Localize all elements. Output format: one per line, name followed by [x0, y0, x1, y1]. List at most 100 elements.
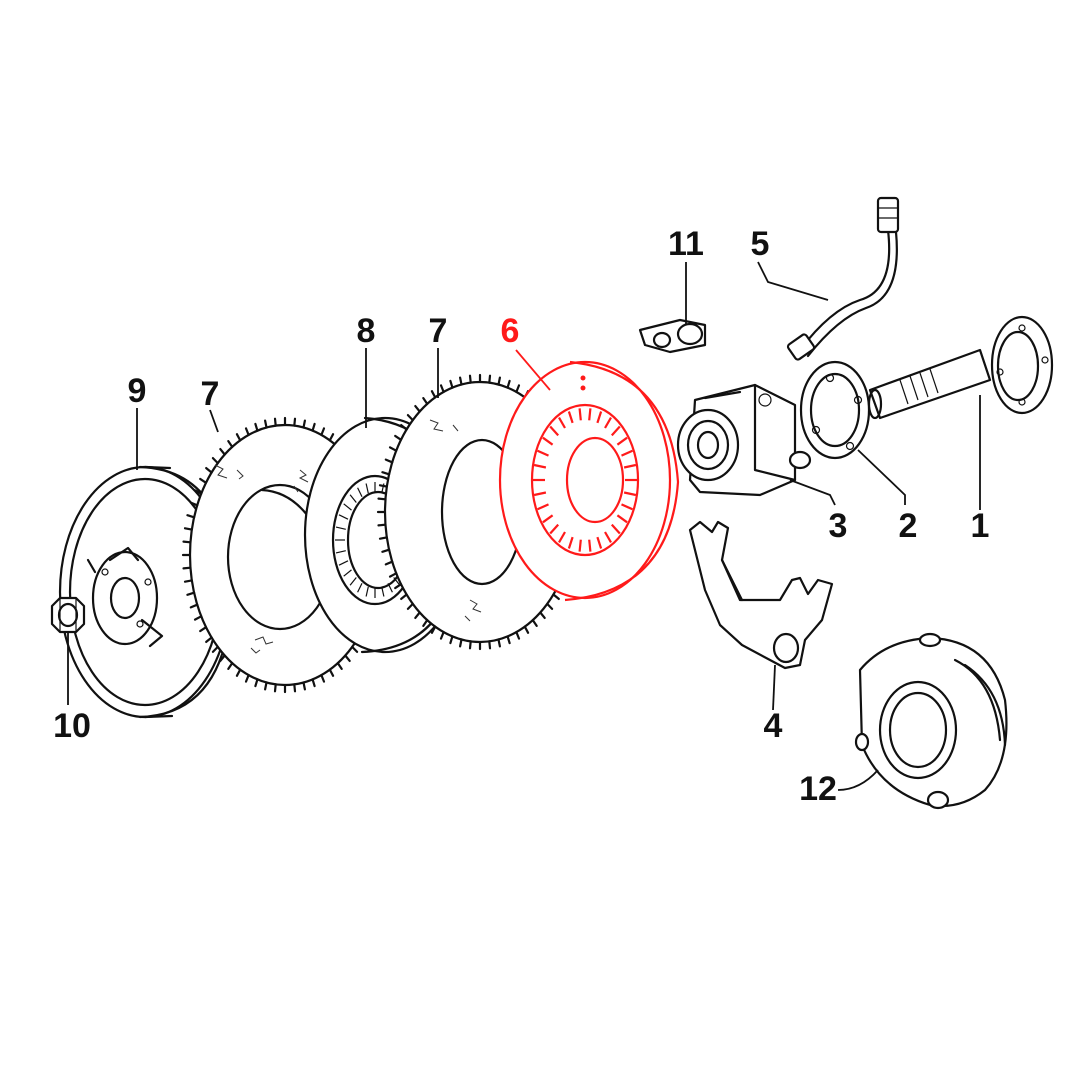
- disc-tooth: [186, 591, 196, 596]
- disc-tooth: [430, 390, 437, 399]
- disc-tooth: [320, 427, 326, 436]
- hub-spline: [533, 491, 547, 497]
- hub-spline: [567, 411, 574, 424]
- disc-tooth: [302, 681, 306, 691]
- hub-spline: [578, 539, 582, 552]
- disc-tooth: [183, 579, 193, 583]
- hub-spline: [537, 503, 549, 511]
- disc-tooth: [227, 661, 234, 671]
- hub-spline: [537, 449, 549, 457]
- disc-tooth: [381, 471, 391, 476]
- disc-tooth: [219, 654, 226, 663]
- disc-tooth: [394, 434, 403, 441]
- hub-spline: [596, 411, 603, 424]
- disc-tooth: [449, 635, 454, 645]
- disc-tooth: [439, 384, 445, 393]
- disc-tooth: [254, 422, 259, 432]
- disc-tooth: [506, 635, 511, 645]
- disc-tooth: [311, 678, 316, 688]
- disc-tooth: [199, 477, 208, 484]
- hub-spline: [542, 436, 554, 446]
- disc-tooth: [377, 497, 387, 501]
- plate-spline: [357, 487, 363, 498]
- disc-tooth: [384, 560, 394, 566]
- leader-6: [515, 349, 551, 391]
- hub-spline: [623, 463, 637, 469]
- disc-tooth: [244, 427, 250, 436]
- disc-tooth: [320, 673, 326, 683]
- disc-tooth: [351, 645, 359, 654]
- disc-tooth: [189, 501, 199, 507]
- disc-tooth: [394, 583, 403, 590]
- disc-tooth: [497, 638, 501, 648]
- disc-tooth: [183, 527, 193, 531]
- plate-spline: [335, 550, 346, 554]
- disc-tooth: [227, 440, 234, 448]
- disc-tooth: [422, 618, 429, 628]
- disc-tooth: [328, 668, 335, 677]
- hub-spline: [549, 425, 560, 437]
- disc-tooth: [523, 625, 530, 634]
- disc-tooth: [273, 683, 277, 693]
- disc-tooth: [488, 374, 492, 384]
- hub-spline: [533, 463, 547, 469]
- hub-spline: [623, 491, 637, 497]
- hub-spline: [542, 514, 554, 524]
- disc-tooth: [388, 446, 398, 452]
- leader-12: [837, 769, 879, 791]
- callout-3: 3: [829, 507, 848, 545]
- disc-tooth: [273, 417, 277, 427]
- leader-lines: [67, 261, 981, 791]
- disc-tooth: [344, 654, 351, 663]
- disc-tooth: [211, 645, 219, 654]
- callout-4: 4: [764, 707, 783, 745]
- part-4-release-fork: [688, 520, 834, 670]
- disc-tooth: [377, 523, 387, 527]
- part-11-banjo-fitting: [638, 318, 707, 354]
- plate-spline: [349, 494, 357, 503]
- disc-tooth: [193, 615, 203, 621]
- hub-spline: [621, 503, 633, 511]
- leader-2: [857, 449, 906, 505]
- plate-spline: [357, 582, 363, 593]
- leader-7a: [209, 409, 219, 433]
- plate-spline: [343, 503, 352, 511]
- plate-spline: [365, 483, 369, 494]
- plate-spline: [338, 560, 349, 566]
- hub-spline: [558, 531, 566, 543]
- hub-spline: [604, 417, 612, 429]
- disc-tooth: [205, 636, 213, 644]
- disc-tooth: [406, 414, 414, 422]
- callout-6: 6: [501, 312, 520, 350]
- callout-labels: 1 2 3 4 5 6 7 7 8 9 10 11 12: [53, 225, 989, 808]
- disc-tooth: [552, 593, 560, 601]
- callout-5: 5: [751, 225, 770, 263]
- hub-spline: [621, 449, 633, 457]
- disc-tooth: [235, 668, 242, 677]
- callout-1: 1: [971, 507, 990, 545]
- plate-spline: [349, 577, 357, 586]
- disc-tooth: [182, 566, 192, 570]
- disc-tooth: [468, 374, 472, 384]
- disc-tooth: [186, 514, 196, 519]
- callout-11: 11: [668, 225, 704, 263]
- disc-tooth: [254, 678, 259, 688]
- disc-tooth: [384, 458, 394, 464]
- hub-spline: [578, 408, 582, 421]
- disc-tooth: [468, 640, 472, 650]
- disc-tooth: [414, 405, 421, 413]
- part-1-flanged-shaft: [867, 315, 1054, 420]
- callout-8: 8: [357, 312, 376, 350]
- disc-tooth: [189, 603, 199, 609]
- hub-spline: [558, 417, 566, 429]
- plate-spline: [387, 582, 393, 593]
- disc-tooth: [388, 572, 398, 578]
- disc-tooth: [381, 548, 391, 553]
- disc-tooth: [539, 611, 546, 620]
- disc-tooth: [293, 417, 297, 427]
- hub-spline: [588, 539, 592, 552]
- disc-tooth: [459, 638, 463, 648]
- hub-spline: [596, 536, 603, 549]
- disc-tooth: [378, 536, 388, 540]
- disc-tooth: [422, 397, 429, 405]
